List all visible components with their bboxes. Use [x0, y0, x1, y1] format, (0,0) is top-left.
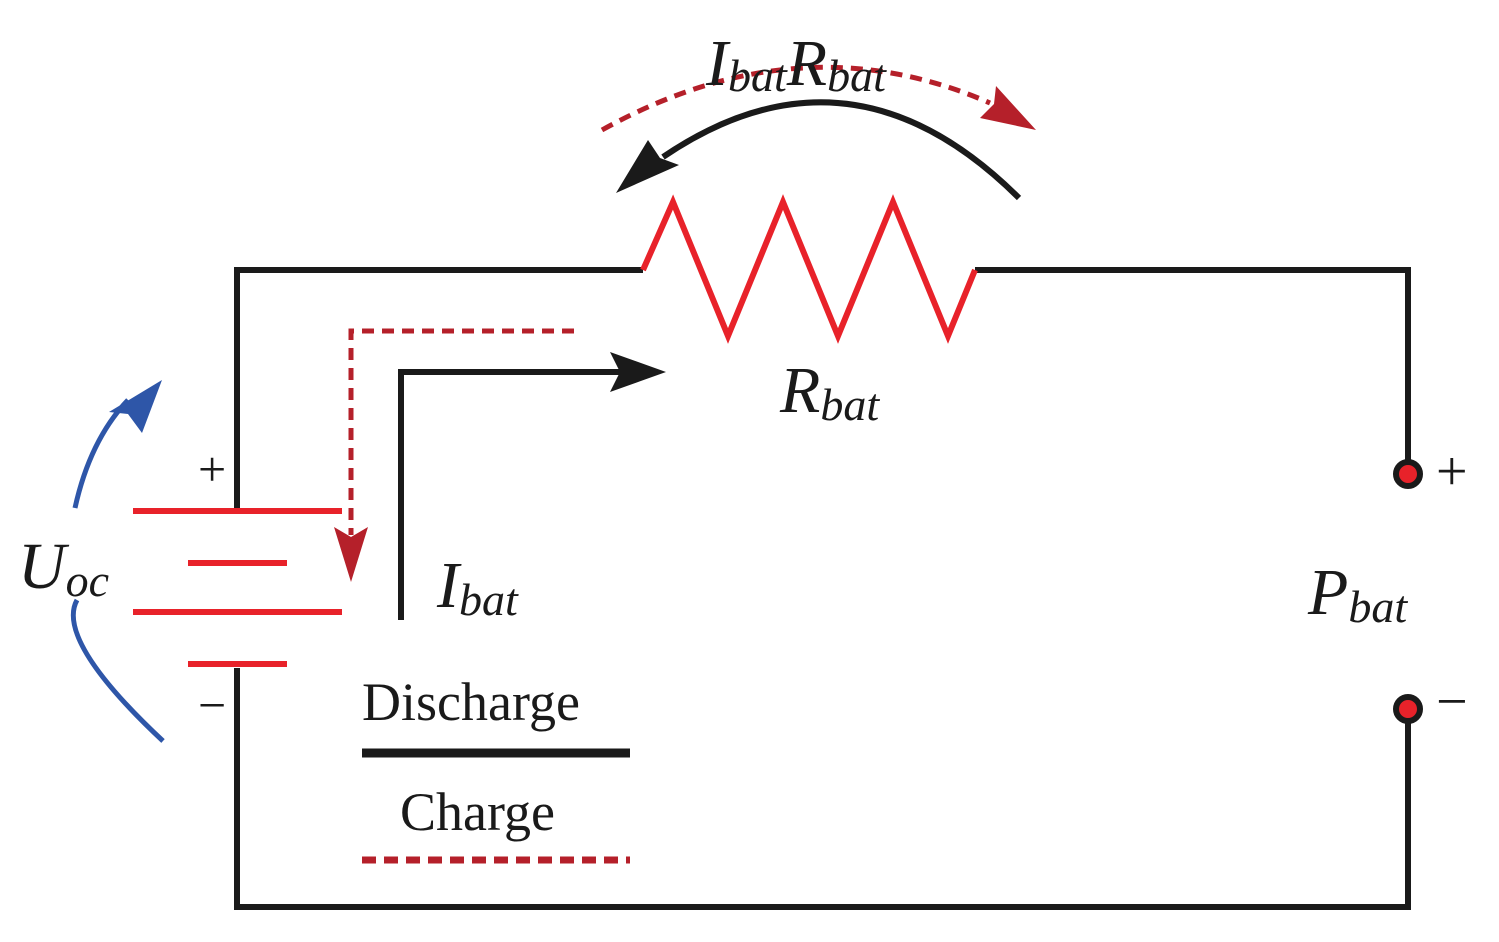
terminal-minus-icon — [1393, 694, 1423, 724]
pbat-label: Pbat — [1307, 556, 1408, 632]
resistor-icon — [640, 194, 978, 344]
uoc-voltage-arrow — [70, 380, 165, 743]
battery-icon — [133, 508, 342, 667]
discharge-current-arrow — [398, 352, 666, 620]
voltage-drop-discharge-arrow — [616, 99, 1022, 201]
terminal-minus-sign: − — [1436, 671, 1468, 733]
terminal-plus-icon — [1393, 459, 1423, 489]
discharge-legend-label: Discharge — [362, 672, 580, 732]
rbat-label: Rbat — [779, 354, 880, 430]
top-right-wire — [975, 267, 1411, 474]
uoc-label: Uoc — [18, 530, 109, 606]
charge-legend-label: Charge — [400, 782, 555, 842]
battery-plus-sign: + — [198, 441, 226, 497]
battery-minus-sign: − — [198, 677, 226, 733]
voltage-drop-charge-arrow — [600, 64, 1036, 133]
ibat-label: Ibat — [436, 549, 519, 625]
circuit-wires — [234, 267, 1411, 910]
charge-current-arrow — [334, 328, 574, 582]
bottom-wire — [234, 668, 1411, 910]
terminal-plus-sign: + — [1436, 441, 1468, 503]
top-left-wire — [234, 267, 643, 510]
ibat-rbat-label: IbatRbat — [705, 27, 887, 101]
